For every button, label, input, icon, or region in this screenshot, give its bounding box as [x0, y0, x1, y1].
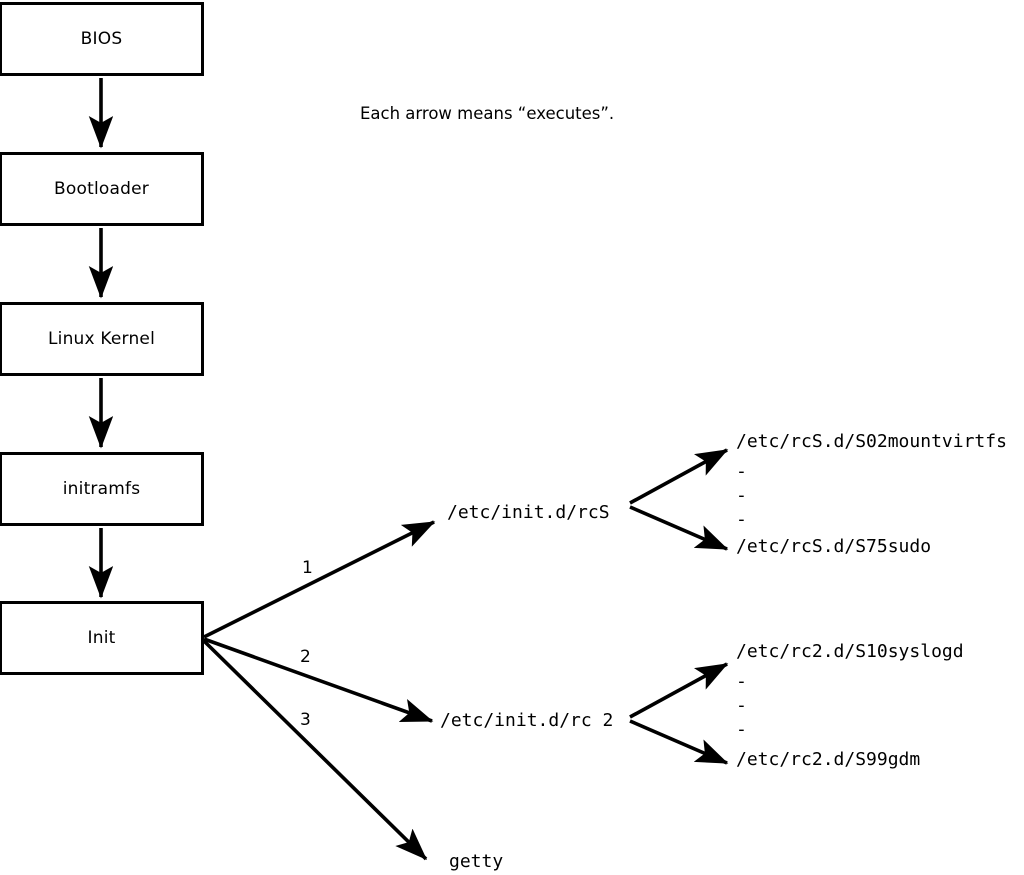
arrow-rc2-to-first [629, 662, 729, 719]
node-rc2-last-script[interactable]: /etc/rc2.d/S99gdm [736, 749, 921, 770]
arrow-rcs-to-first [629, 448, 729, 505]
rcs-ellipsis-dash-2: - [736, 485, 747, 506]
rcs-ellipsis-dash-1: - [736, 461, 747, 482]
diagram-caption: Each arrow means “executes”. [360, 104, 615, 123]
arrow-init-to-rcs [203, 520, 436, 639]
stage-box-kernel[interactable]: Linux Kernel [0, 302, 204, 376]
rc2-ellipsis-dash-3: - [736, 719, 747, 740]
node-rcs-last-script[interactable]: /etc/rcS.d/S75sudo [736, 536, 932, 557]
stage-box-bios[interactable]: BIOS [0, 2, 204, 76]
node-rcs-first-script[interactable]: /etc/rcS.d/S02mountvirtfs [736, 431, 1007, 452]
rc2-ellipsis-dash-2: - [736, 695, 747, 716]
node-rcs-parent[interactable]: /etc/init.d/rcS [447, 502, 610, 523]
node-rc2-parent[interactable]: /etc/init.d/rc 2 [440, 710, 614, 731]
stage-box-initramfs[interactable]: initramfs [0, 452, 204, 526]
rcs-ellipsis-dash-3: - [736, 509, 747, 530]
arrow-rcs-to-last [629, 505, 729, 551]
stage-label-kernel: Linux Kernel [47, 329, 155, 349]
node-getty[interactable]: getty [449, 851, 504, 872]
edge-number-3: 3 [300, 710, 311, 730]
stage-box-bootloader[interactable]: Bootloader [0, 152, 204, 226]
stage-label-initramfs: initramfs [62, 479, 141, 499]
edge-number-1: 1 [302, 558, 313, 578]
rc2-ellipsis-dash-1: - [736, 671, 747, 692]
edge-number-2: 2 [300, 647, 311, 667]
stage-box-init[interactable]: Init [0, 601, 204, 675]
stage-label-bios: BIOS [80, 29, 123, 49]
stage-label-bootloader: Bootloader [54, 179, 149, 199]
node-rc2-first-script[interactable]: /etc/rc2.d/S10syslogd [736, 641, 964, 662]
arrow-init-to-getty [202, 639, 428, 861]
arrow-init-to-rc2 [203, 637, 434, 723]
arrow-rc2-to-last [629, 719, 729, 765]
stage-label-init: Init [87, 628, 116, 648]
